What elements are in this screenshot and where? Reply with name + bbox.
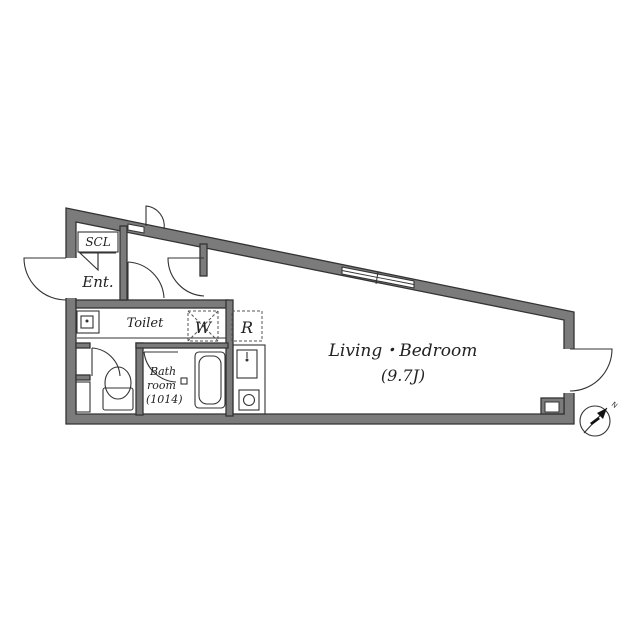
windows bbox=[127, 223, 415, 289]
washer-label: W bbox=[195, 318, 213, 337]
doors bbox=[23, 205, 613, 393]
living-room-size: (9.7J) bbox=[381, 366, 425, 385]
pipe-shaft-inner bbox=[544, 401, 560, 413]
refrigerator-space bbox=[231, 310, 263, 342]
kitchen-counter bbox=[232, 344, 266, 415]
entrance-label: Ent. bbox=[81, 273, 113, 291]
bathtub bbox=[194, 351, 226, 409]
toilet-fixtures bbox=[75, 310, 226, 413]
compass-north-label: N bbox=[610, 400, 619, 410]
bath-label-line2: room bbox=[147, 379, 176, 392]
compass-icon bbox=[579, 405, 611, 437]
washer-space bbox=[187, 310, 219, 342]
interior-walls bbox=[75, 225, 234, 417]
bath-fixture bbox=[180, 377, 188, 385]
shoe-closet bbox=[77, 231, 119, 272]
bath-size-label: (1014) bbox=[146, 393, 183, 406]
living-room-label: Living・Bedroom bbox=[328, 341, 478, 361]
toilet-label: Toilet bbox=[127, 316, 164, 331]
bath-label-line1: Bath bbox=[149, 365, 176, 378]
shoe-closet-label: SCL bbox=[85, 235, 110, 249]
refrigerator-label: R bbox=[240, 318, 253, 337]
